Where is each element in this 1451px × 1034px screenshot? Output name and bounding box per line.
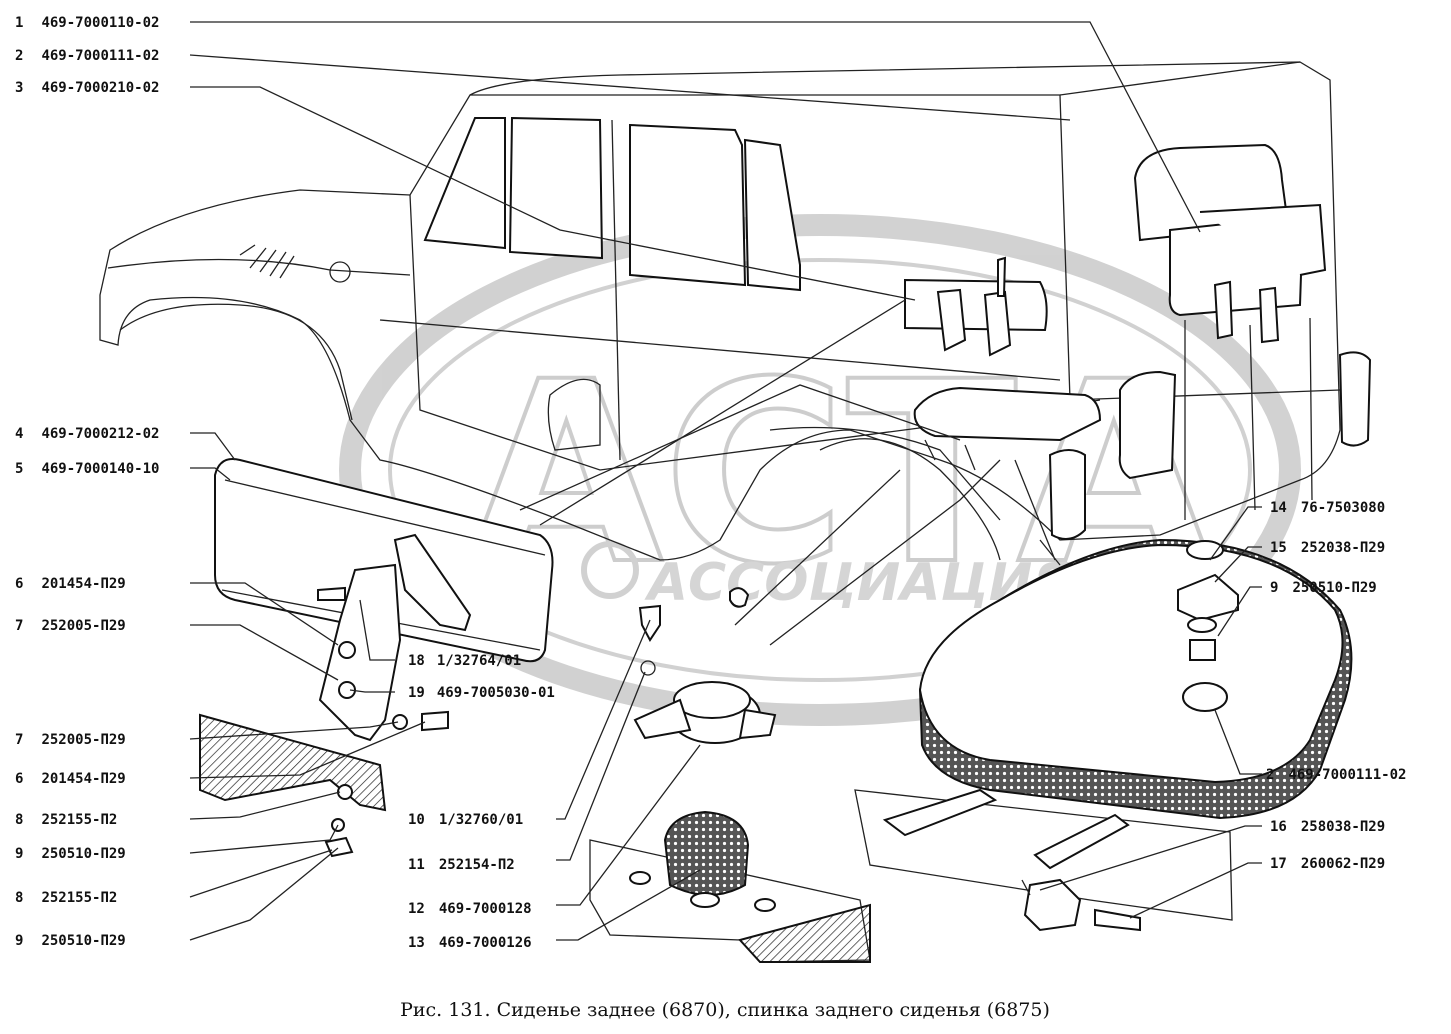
svg-text:101/32760/01: 10 1/32760/01 [408,812,523,828]
callout-num: 16 [1270,819,1287,835]
callout-code: 252154-П2 [439,857,515,873]
callout-code: 469-7000110-02 [41,15,159,31]
callout-num: 2 [1266,767,1274,783]
callout-num: 8 [15,890,23,906]
callout-code: 252155-П2 [41,812,117,828]
callout-code: 469-7005030-01 [437,685,555,701]
callout-num: 8 [15,812,23,828]
callout-num: 19 [408,685,425,701]
callout-num: 1 [15,15,23,31]
callout-num: 18 [408,653,425,669]
callout-num: 6 [15,576,23,592]
callout-num: 12 [408,901,425,917]
callout-code: 469-7000126 [439,935,532,951]
callout-num: 10 [408,812,425,828]
svg-text:181/32764/01: 18 1/32764/01 [408,653,521,669]
callout-labels: 1 469-7000110-02 2 469-7000111-02 3 469-700… [15,15,1406,951]
center-fasteners [638,587,750,676]
callout-num: 7 [15,732,23,748]
callout-num: 2 [15,48,23,64]
callout-code: 469-7000140-10 [41,461,159,477]
callout-code: 260062-П29 [1301,856,1385,872]
callout-code: 250510-П29 [41,846,125,862]
callout-code: 469-7000111-02 [41,48,159,64]
callout-num: 9 [15,933,23,949]
callout-code: 252155-П2 [41,890,117,906]
seat-cushion-assembly [854,538,1353,932]
callout-num: 9 [1270,580,1278,596]
callout-num: 11 [408,857,425,873]
callout-code: 469-7000128 [439,901,532,917]
vehicle-body-drawing [99,61,1372,561]
callout-num: 6 [15,771,23,787]
callout-code: 1/32764/01 [437,653,521,669]
callout-num: 3 [15,80,23,96]
callout-num: 13 [408,935,425,951]
callout-num: 17 [1270,856,1287,872]
seat-back-assembly [214,458,554,742]
callout-num: 9 [15,846,23,862]
figure-caption: Рис. 131. Сиденье заднее (6870), спинка … [400,999,1050,1021]
floor-bumper [589,681,871,963]
mount-bracket [199,713,387,858]
callout-code: 469-7000212-02 [41,426,159,442]
callout-code: 201454-П29 [41,576,125,592]
callout-code: 258038-П29 [1301,819,1385,835]
callout-num: 4 [15,426,23,442]
callout-num: 5 [15,461,23,477]
callout-code: 252038-П29 [1301,540,1385,556]
callout-code: 252005-П29 [41,618,125,634]
leader-lines [189,21,1262,941]
callout-code: 469-7000111-02 [1288,767,1406,783]
callout-code: 1/32760/01 [439,812,523,828]
callout-num: 14 [1270,500,1287,516]
callout-code: 250510-П29 [41,933,125,949]
callout-code: 252005-П29 [41,732,125,748]
callout-code: 250510-П29 [1292,580,1376,596]
callout-code: 469-7000210-02 [41,80,159,96]
callout-num: 7 [15,618,23,634]
callout-code: 201454-П29 [41,771,125,787]
callout-code: 76-7503080 [1301,500,1385,516]
callout-num: 15 [1270,540,1287,556]
